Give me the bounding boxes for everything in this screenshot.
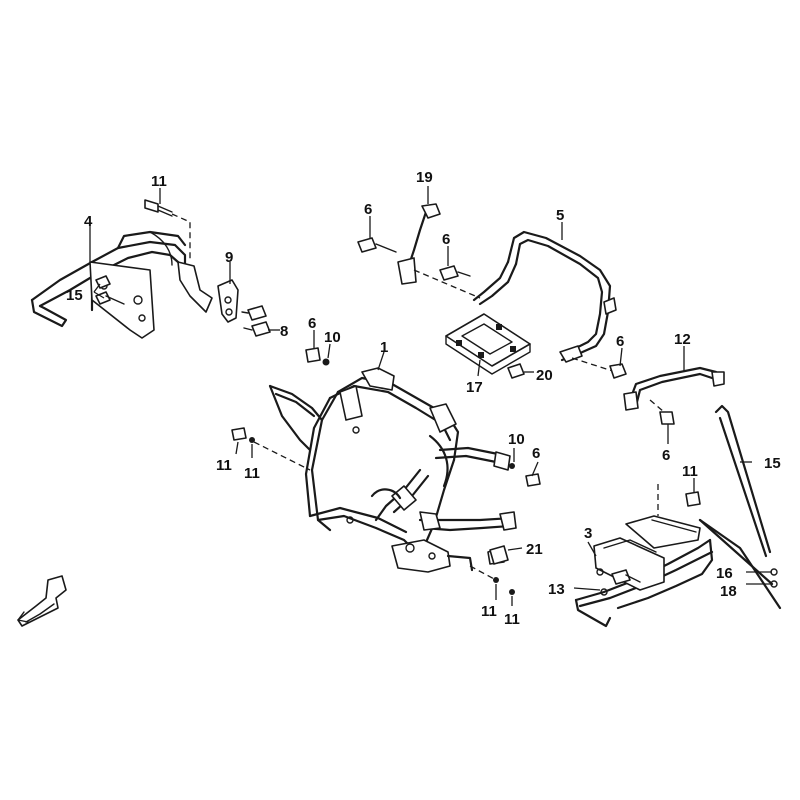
part-6-bolt-lower-right [649,399,675,425]
callout-12: 12 [674,331,691,348]
callout-11: 11 [682,463,698,480]
callout-19: 17 [466,379,483,396]
part-12-bracket [609,363,725,411]
callout-5: 5 [556,207,564,224]
callout-10: 11 [481,603,497,620]
callout-20: 20 [536,367,553,384]
callout-7: 8 [280,323,288,340]
part-21-clip [489,545,509,565]
part-19-plate [445,313,531,375]
part-4-left-bracket [30,230,213,339]
callout-15: 13 [548,581,565,598]
callout-11: 11 [216,457,232,474]
part-9-plate [217,279,239,323]
callout-labels: 11 4 15 9 8 19 6 6 5 6 10 1 17 20 6 12 6… [66,169,781,628]
callout-6: 6 [616,333,624,350]
part-13-rod [397,203,481,299]
callout-9: 9 [225,249,233,266]
part-6-bolts-top [357,237,471,281]
leader-lines [89,186,772,606]
callout-21: 21 [526,541,543,558]
callout-6: 6 [532,445,540,462]
callout-8: 10 [508,431,525,448]
callout-17: 16 [716,565,733,582]
callout-6: 6 [308,315,316,332]
callout-8: 10 [324,329,341,346]
part-3-right-bracket [574,484,782,628]
callout-13: 19 [416,169,433,186]
direction-arrow-icon [17,575,67,627]
callout-4: 4 [84,213,93,230]
callout-16: 15 [764,455,781,472]
callout-18: 18 [720,583,737,600]
part-5-handle-bar [472,230,623,375]
callout-6: 6 [442,231,450,248]
part-20-bolt [507,363,525,379]
callout-11: 11 [504,611,520,628]
callout-10: 11 [244,465,260,482]
callout-6: 6 [364,201,372,218]
callout-15: 15 [66,287,83,304]
part-1-main-frame [268,367,517,573]
callout-6: 6 [662,447,670,464]
callout-1: 1 [380,339,388,356]
part-7-bolts [241,305,271,337]
callout-11: 11 [151,173,167,190]
callout-3: 3 [584,525,592,542]
part-16-rod [714,404,772,558]
